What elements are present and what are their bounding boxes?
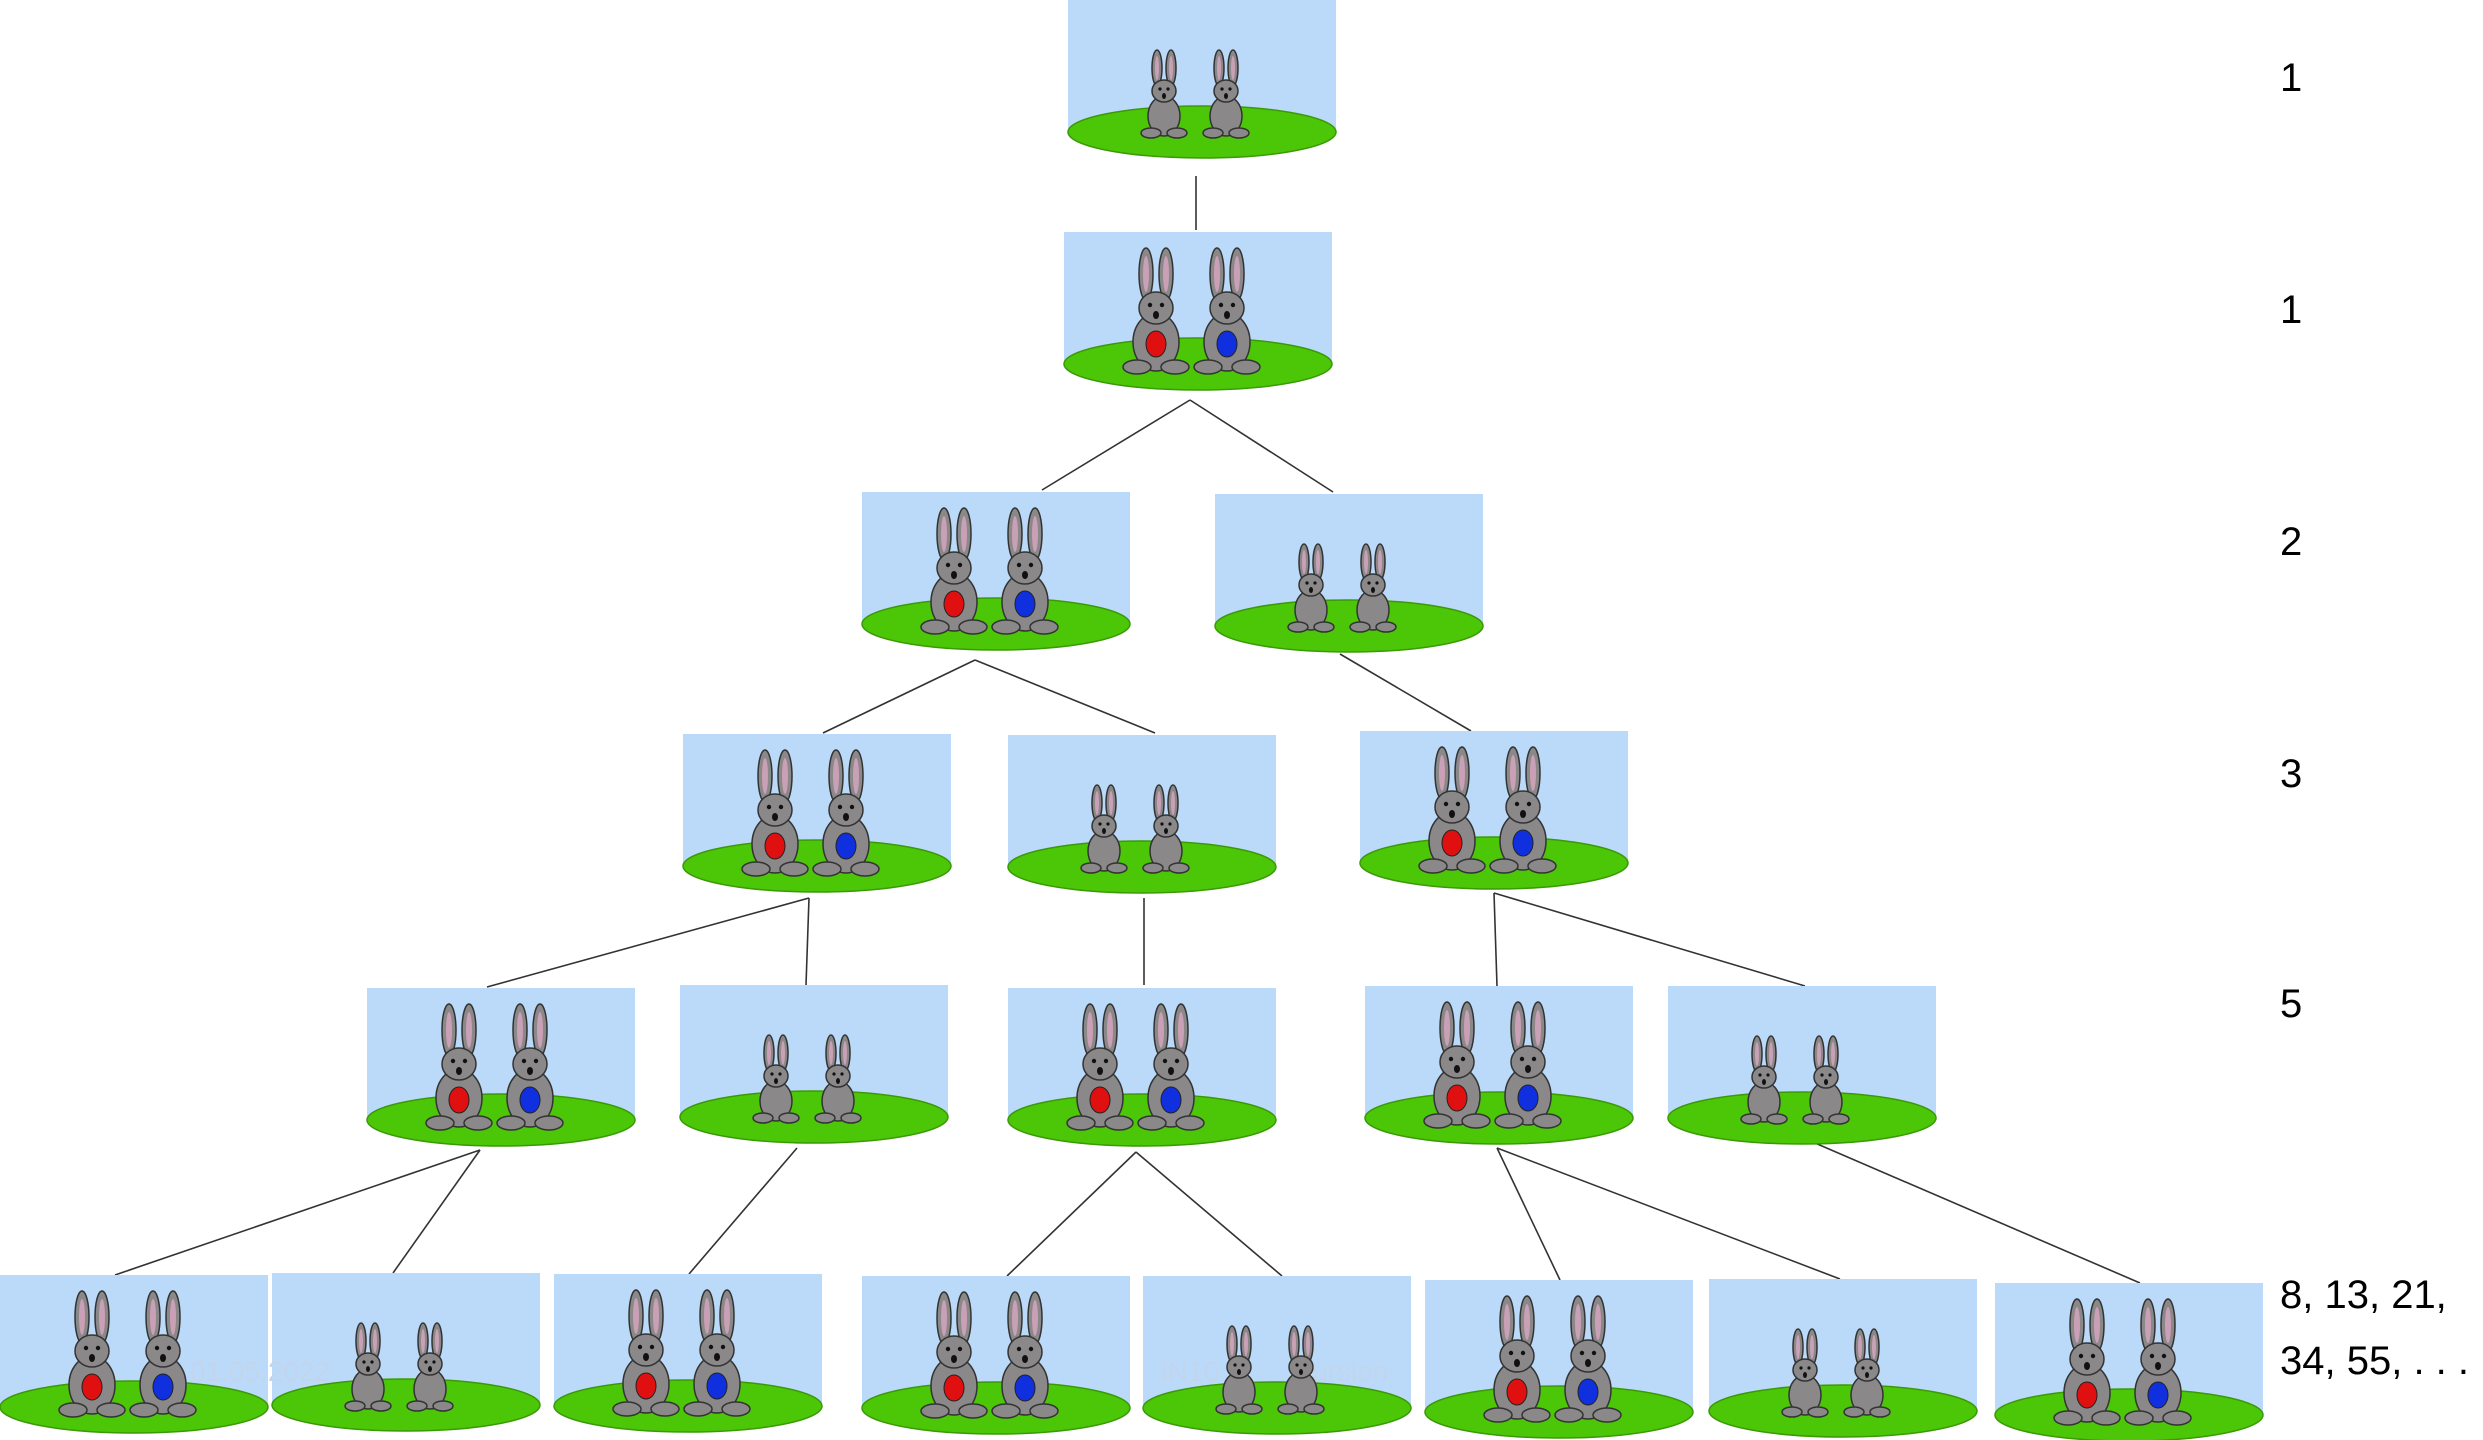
tree-edge [1339,653,1472,732]
blue-egg-icon [1014,590,1036,618]
adult-pair-node [366,988,636,1147]
tree-edge [1814,1142,2141,1284]
tree-edge [1189,399,1334,493]
red-egg-icon [81,1373,103,1401]
red-egg-icon [635,1372,657,1400]
red-egg-icon [448,1086,470,1114]
blue-egg-icon [1014,1374,1036,1402]
grass-ellipse [1067,105,1337,159]
tree-edge [114,1149,481,1276]
adult-pair-node [1063,232,1333,391]
blue-egg-icon [1577,1378,1599,1406]
young-pair-node [1142,1276,1412,1435]
row-count-6-sequence: 8, 13, 21, 34, 55, . . . [2280,1262,2469,1394]
adult-pair-node [861,492,1131,651]
adult-pair-node [1364,986,1634,1145]
blue-egg-icon [1517,1084,1539,1112]
tree-nodes [0,0,2264,1440]
row-count-2: 1 [2280,288,2303,332]
grass-ellipse [1007,840,1277,894]
sequence-text: 8, 13, 21, 34, 55, . . . [2280,1273,2470,1383]
red-egg-icon [1145,330,1167,358]
tree-edge [1006,1151,1137,1277]
young-pair-node [1708,1279,1978,1438]
row-count-3: 2 [2280,520,2303,564]
tree-edge [486,897,810,988]
grass-ellipse [679,1090,949,1144]
tree-edge [974,659,1156,734]
footer-topic: ursion [1312,1356,1389,1387]
blue-egg-icon [1216,330,1238,358]
tree-edge [1496,1147,1561,1281]
blue-egg-icon [706,1372,728,1400]
footer-course: IN10 [1160,1356,1220,1387]
red-egg-icon [2076,1381,2098,1409]
tree-edge [1135,1151,1283,1277]
young-pair-node [1667,986,1937,1145]
red-egg-icon [1089,1086,1111,1114]
young-pair-node [1214,494,1484,653]
adult-pair-node [1007,988,1277,1147]
adult-pair-node [1359,731,1629,890]
row-count-1: 1 [2280,56,2303,100]
adult-pair-node [861,1276,1131,1435]
adult-pair-node [1424,1280,1694,1439]
footer-date: 01.05.2022 [190,1356,331,1387]
grass-ellipse [1214,599,1484,653]
blue-egg-icon [1512,829,1534,857]
blue-egg-icon [1160,1086,1182,1114]
row-count-5: 5 [2280,982,2303,1026]
adult-pair-node [0,1275,269,1434]
adult-pair-node [682,734,952,893]
tree-edge [822,659,976,734]
tree-edge [1496,1147,1841,1280]
grass-ellipse [1667,1091,1937,1145]
red-egg-icon [943,1374,965,1402]
blue-egg-icon [152,1373,174,1401]
tree-edge [1493,892,1806,987]
young-pair-node [1007,735,1277,894]
tree-edge [805,897,810,986]
red-egg-icon [764,832,786,860]
blue-egg-icon [835,832,857,860]
row-count-4: 3 [2280,752,2303,796]
red-egg-icon [1441,829,1463,857]
tree-edge [1041,399,1191,491]
adult-pair-node [1994,1283,2264,1440]
grass-ellipse [1708,1384,1978,1438]
red-egg-icon [1446,1084,1468,1112]
tree-edge [392,1149,481,1274]
tree-edge [688,1147,798,1275]
young-pair-node [679,985,949,1144]
tree-edge [1493,892,1498,987]
blue-egg-icon [2147,1381,2169,1409]
adult-pair-node [553,1274,823,1433]
red-egg-icon [943,590,965,618]
grass-ellipse [271,1378,541,1432]
blue-egg-icon [519,1086,541,1114]
tree-edges [114,176,2141,1284]
young-pair-node [1067,0,1337,159]
young-pair-node [271,1273,541,1432]
grass-ellipse [1142,1381,1412,1435]
red-egg-icon [1506,1378,1528,1406]
